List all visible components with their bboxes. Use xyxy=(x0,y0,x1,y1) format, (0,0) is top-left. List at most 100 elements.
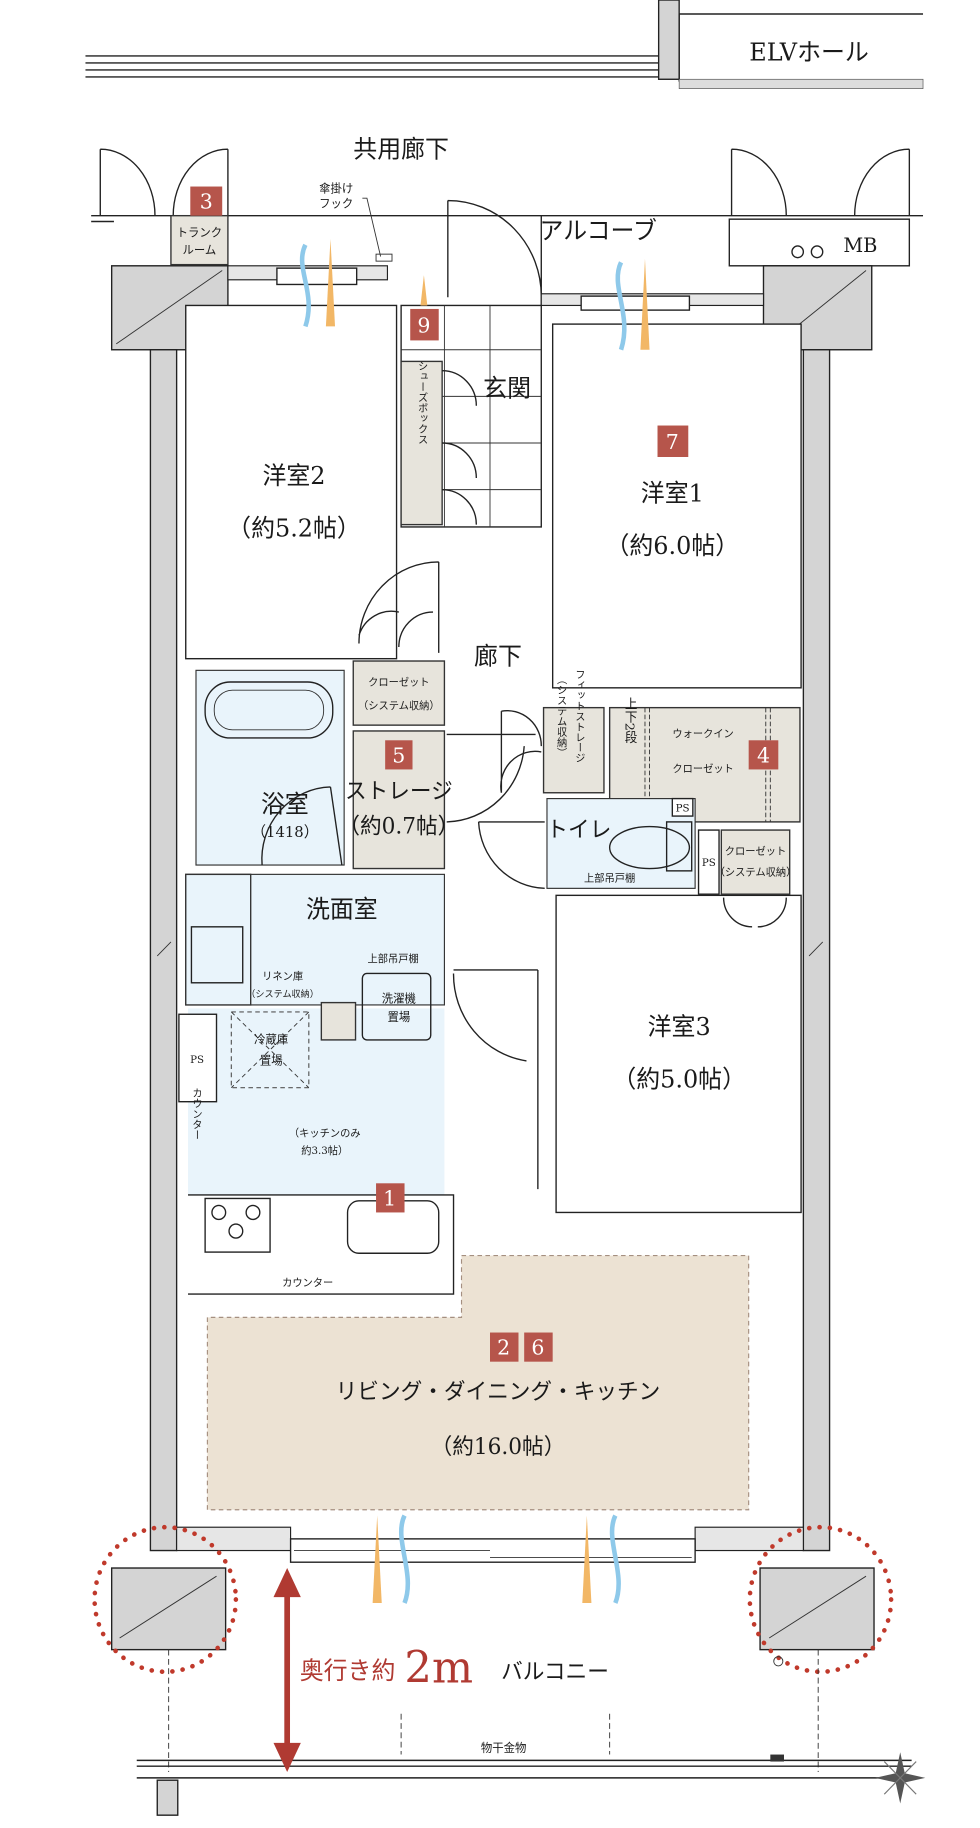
svg-text:1: 1 xyxy=(383,1186,396,1210)
ventilation-icons xyxy=(299,238,650,1604)
svg-text:7: 7 xyxy=(666,430,679,454)
svg-text:置場: 置場 xyxy=(260,1053,283,1067)
compass-icon xyxy=(875,1752,926,1804)
svg-text:（システム収納）: （システム収納） xyxy=(246,988,319,1000)
badge-7 xyxy=(657,425,689,457)
svg-text:クローゼット: クローゼット xyxy=(672,763,733,775)
balcony-depth: 奥行き約 2m xyxy=(273,1568,473,1773)
badge-4 xyxy=(748,740,779,770)
svg-text:トランク: トランク xyxy=(177,226,223,240)
badge-5 xyxy=(385,740,413,770)
svg-text:（約5.2帖）: （約5.2帖） xyxy=(227,514,361,542)
svg-text:シューズボックス: シューズボックス xyxy=(416,360,428,444)
svg-text:（約5.0帖）: （約5.0帖） xyxy=(612,1065,746,1093)
svg-text:（1418）: （1418） xyxy=(251,823,318,841)
kitchen: PS 冷蔵庫 置場 カウンター （キッチンのみ 約3.3帖） カウンター xyxy=(178,1008,455,1295)
living-dining-kitchen: 2 6 リビング・ダイニング・キッチン （約16.0帖） xyxy=(206,1255,750,1511)
svg-text:リビング・ダイニング・キッチン: リビング・ダイニング・キッチン xyxy=(336,1380,661,1405)
trunk-room xyxy=(170,214,229,266)
drying-hardware-label: 物干金物 xyxy=(481,1741,527,1755)
bathroom-door[interactable] xyxy=(261,786,343,866)
room2-closet-doors[interactable] xyxy=(358,561,440,653)
svg-text:PS: PS xyxy=(190,1054,204,1066)
svg-text:洋室1: 洋室1 xyxy=(641,479,704,507)
svg-text:5: 5 xyxy=(392,743,405,767)
svg-text:上下2段: 上下2段 xyxy=(623,697,638,744)
svg-text:リネン庫: リネン庫 xyxy=(262,969,303,982)
svg-text:洗濯機: 洗濯機 xyxy=(382,991,417,1005)
washbasin-icon xyxy=(190,926,244,984)
fit-storage-doors[interactable] xyxy=(500,709,542,793)
badge-9 xyxy=(410,308,439,341)
svg-text:トイレ: トイレ xyxy=(546,818,611,843)
entrance-door[interactable] xyxy=(447,199,542,306)
svg-text:（約16.0帖）: （約16.0帖） xyxy=(431,1435,566,1460)
svg-text:ウォークイン: ウォークイン xyxy=(672,728,733,740)
column-callout-left xyxy=(92,1524,239,1675)
balcony-label: バルコニー xyxy=(501,1660,609,1685)
svg-text:ストレージ: ストレージ xyxy=(345,779,453,804)
svg-text:2: 2 xyxy=(497,1335,510,1359)
trunk-room-doors[interactable] xyxy=(99,148,229,216)
svg-text:クローゼット: クローゼット xyxy=(725,845,786,857)
closet-room3[interactable] xyxy=(720,829,791,895)
balcony-window[interactable] xyxy=(289,1538,696,1563)
badge-1 xyxy=(376,1183,405,1213)
alcove-label: アルコーブ xyxy=(540,217,657,245)
window-room2 xyxy=(276,267,358,286)
svg-text:冷蔵庫: 冷蔵庫 xyxy=(254,1032,288,1046)
svg-text:（約0.7帖）: （約0.7帖） xyxy=(338,814,459,839)
svg-text:約3.3帖）: 約3.3帖） xyxy=(301,1144,348,1157)
fit-storage[interactable] xyxy=(542,706,605,794)
fridge-space xyxy=(230,1011,310,1089)
svg-text:洋室3: 洋室3 xyxy=(648,1013,711,1041)
storage-door[interactable] xyxy=(446,733,536,823)
umbrella-hook-icon xyxy=(375,253,393,262)
svg-text:9: 9 xyxy=(417,313,430,337)
washer-space xyxy=(361,972,432,1041)
svg-text:PS: PS xyxy=(676,802,690,814)
closet-system[interactable] xyxy=(352,660,446,726)
svg-text:上部吊戸棚: 上部吊戸棚 xyxy=(368,952,419,965)
svg-text:奥行き約: 奥行き約 xyxy=(300,1657,396,1685)
svg-text:フィットストレージ: フィットストレージ xyxy=(573,669,585,763)
svg-text:（システム収納）: （システム収納） xyxy=(715,865,797,878)
badge-6 xyxy=(524,1332,553,1362)
svg-text:クローゼット: クローゼット xyxy=(368,676,429,688)
svg-text:洋室2: 洋室2 xyxy=(262,462,325,490)
toilet-door[interactable] xyxy=(477,821,545,890)
svg-text:洗面室: 洗面室 xyxy=(306,895,378,923)
svg-text:3: 3 xyxy=(200,189,213,213)
elv-hall: ELVホール xyxy=(85,0,924,89)
column-callout-right xyxy=(747,1524,894,1675)
badge-2 xyxy=(490,1332,519,1362)
common-corridor-label: 共用廊下 xyxy=(353,135,449,163)
western-room-1 xyxy=(551,323,802,689)
svg-text:カウンター: カウンター xyxy=(190,1087,202,1139)
mb-doors[interactable] xyxy=(730,148,911,216)
linen-storage[interactable] xyxy=(320,1001,357,1041)
elv-hall-label: ELVホール xyxy=(749,38,869,66)
svg-text:（キッチンのみ: （キッチンのみ xyxy=(289,1128,361,1140)
toilet: トイレ 上部吊戸棚 PS xyxy=(477,797,696,890)
shoe-box[interactable]: シューズボックス xyxy=(400,360,478,526)
umbrella-hook-label: 傘掛け xyxy=(319,181,353,195)
svg-text:PS: PS xyxy=(702,857,716,869)
balcony: 物干金物 バルコニー xyxy=(92,1524,912,1816)
bathroom: 浴室 （1418） xyxy=(195,669,345,866)
toilet-icon xyxy=(608,825,691,870)
badge-3 xyxy=(190,186,223,216)
meter-box xyxy=(728,218,911,267)
svg-text:玄関: 玄関 xyxy=(483,374,531,402)
stove-icon xyxy=(204,1197,271,1253)
svg-text:（約6.0帖）: （約6.0帖） xyxy=(605,532,739,560)
svg-text:2m: 2m xyxy=(404,1642,473,1694)
western-room-3 xyxy=(555,894,802,1214)
hallway-label: 廊下 xyxy=(474,642,522,670)
window-room1 xyxy=(580,295,691,311)
svg-text:カウンター: カウンター xyxy=(282,1277,333,1289)
western-room-2 xyxy=(185,304,398,660)
svg-text:6: 6 xyxy=(531,1335,544,1359)
room3-door[interactable] xyxy=(452,969,539,1190)
